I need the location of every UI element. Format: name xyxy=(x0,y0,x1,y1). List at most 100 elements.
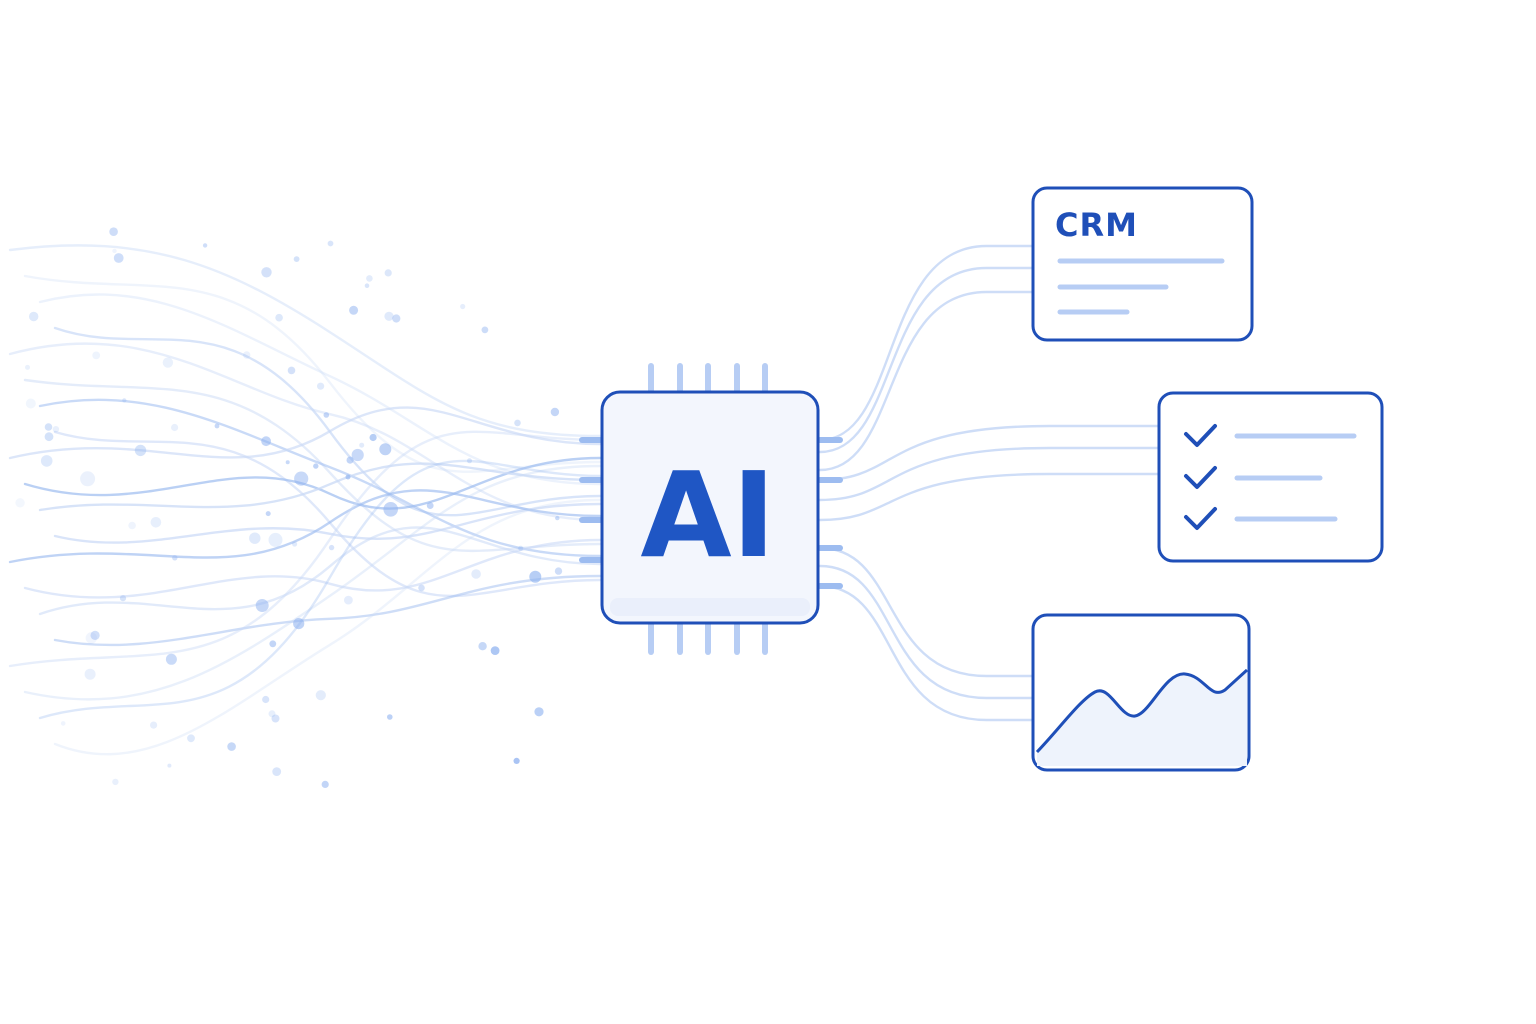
crm-card-title: CRM xyxy=(1055,206,1138,244)
data-particle xyxy=(294,471,309,486)
data-particle xyxy=(243,351,251,359)
data-particle xyxy=(40,455,53,467)
data-particle xyxy=(287,366,296,375)
data-particle xyxy=(265,511,271,517)
data-particle xyxy=(249,532,261,544)
data-particle xyxy=(92,351,101,360)
check-icon xyxy=(1184,507,1217,530)
data-particle xyxy=(467,458,472,464)
chip-pins-right xyxy=(817,437,843,589)
data-particle xyxy=(481,326,489,334)
data-particle xyxy=(214,423,220,429)
data-particle xyxy=(15,498,25,508)
data-particle xyxy=(85,632,98,644)
data-particle xyxy=(268,532,283,547)
data-particle xyxy=(171,423,179,432)
data-particle xyxy=(60,721,66,726)
data-particle xyxy=(275,313,283,322)
outgoing-data-streams xyxy=(818,244,1161,722)
chip-label: AI xyxy=(640,446,775,584)
data-particle xyxy=(25,364,30,370)
data-particle xyxy=(328,544,335,551)
output-stream-line xyxy=(818,564,1035,700)
data-stream-line xyxy=(38,398,602,558)
data-particle xyxy=(518,545,524,551)
data-particle xyxy=(150,517,162,528)
data-stream-line xyxy=(53,502,602,544)
data-particle xyxy=(150,721,158,729)
data-particle xyxy=(554,567,563,575)
data-particle xyxy=(384,311,394,321)
data-particle xyxy=(292,541,298,547)
data-particle xyxy=(187,734,195,743)
data-particle xyxy=(271,714,280,723)
data-particle xyxy=(272,767,282,776)
data-particle xyxy=(109,227,118,236)
data-particle xyxy=(262,695,270,704)
data-particle xyxy=(313,463,319,469)
data-particles xyxy=(15,227,563,789)
data-particle xyxy=(345,474,351,480)
data-particle xyxy=(346,456,354,464)
data-particle xyxy=(387,714,393,720)
data-particle xyxy=(384,269,392,277)
data-particle xyxy=(349,305,359,315)
check-icon xyxy=(1184,466,1217,489)
chip-pins-bottom xyxy=(648,621,768,655)
data-particle xyxy=(269,640,277,648)
data-particle xyxy=(550,407,560,417)
data-particle xyxy=(261,436,271,447)
check-icon xyxy=(1184,424,1217,447)
data-particle xyxy=(418,584,425,592)
data-particle xyxy=(293,618,305,630)
output-stream-line xyxy=(818,266,1035,454)
data-stream-line xyxy=(8,406,602,460)
data-stream-line xyxy=(38,462,602,512)
data-particle xyxy=(383,502,399,517)
data-stream-line xyxy=(38,459,602,720)
chart-line xyxy=(1035,668,1249,754)
data-particle xyxy=(478,642,487,651)
data-particle xyxy=(359,442,365,448)
data-particle xyxy=(25,398,36,409)
data-particle xyxy=(113,253,124,263)
data-particle xyxy=(172,555,178,561)
data-stream-line xyxy=(8,244,602,438)
chip-icon: AI xyxy=(579,363,843,655)
data-stream-line xyxy=(38,293,602,486)
data-particle xyxy=(555,515,560,521)
data-particle xyxy=(529,570,542,583)
data-stream-line xyxy=(23,378,602,553)
data-particle xyxy=(513,757,520,765)
checklist-icon xyxy=(1157,391,1384,563)
data-particle xyxy=(344,595,353,605)
output-stream-line xyxy=(818,546,1035,678)
data-particle xyxy=(29,311,39,322)
data-particle xyxy=(323,412,330,418)
data-stream-line xyxy=(23,538,602,599)
data-particle xyxy=(112,778,119,786)
data-particle xyxy=(202,243,208,248)
crm-card-frame xyxy=(1031,186,1254,342)
crm-card-icon: CRM xyxy=(1031,186,1254,342)
data-particle xyxy=(167,763,172,768)
data-particle xyxy=(534,707,544,717)
output-stream-line xyxy=(818,244,1035,442)
data-particle xyxy=(321,780,329,789)
data-stream-line xyxy=(53,498,602,756)
data-particle xyxy=(471,569,481,579)
data-particle xyxy=(255,599,269,612)
data-particle xyxy=(44,432,54,442)
data-particle xyxy=(379,443,392,456)
data-stream-line xyxy=(8,342,602,522)
data-particle xyxy=(134,444,147,457)
data-stream-line xyxy=(38,526,602,616)
data-particle xyxy=(112,248,117,254)
data-particle xyxy=(293,256,300,262)
data-particle xyxy=(364,283,370,289)
data-particle xyxy=(315,690,326,701)
data-particle xyxy=(268,710,276,718)
area-chart-icon xyxy=(1031,613,1251,772)
data-particle xyxy=(165,653,177,665)
data-stream-line xyxy=(23,274,602,473)
